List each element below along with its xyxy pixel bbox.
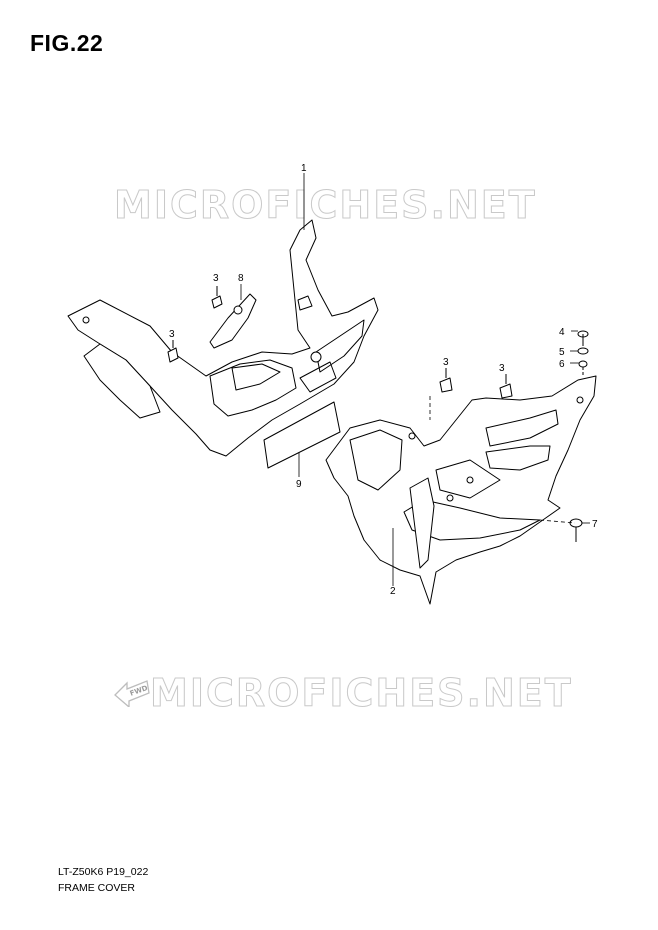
clip-part-3-d	[499, 374, 513, 399]
pad-part-9	[263, 401, 341, 469]
watermark-bottom: MICROFICHES.NET	[150, 671, 573, 716]
watermark-top: MICROFICHES.NET	[114, 183, 537, 228]
frame-cover-front	[67, 219, 379, 457]
callout-5: 5	[559, 347, 565, 358]
bracket-part-8	[209, 293, 257, 349]
nut-part-6	[578, 360, 588, 376]
frame-cover-rear	[325, 375, 597, 605]
callout-3b: 3	[169, 329, 175, 340]
clip-part-3-b	[167, 340, 179, 363]
callout-3d: 3	[499, 363, 505, 374]
callout-3c: 3	[443, 357, 449, 368]
bolt-part-4	[577, 330, 589, 346]
callout-8: 8	[238, 273, 244, 284]
washer-part-5	[577, 347, 589, 355]
leader-lines	[240, 173, 590, 586]
figure-title: FIG.22	[30, 30, 104, 56]
clip-part-3-c	[439, 368, 453, 393]
diagram-code: LT-Z50K6 P19_022	[58, 866, 149, 878]
callout-7: 7	[592, 519, 598, 530]
callout-9: 9	[296, 479, 302, 490]
callout-2: 2	[390, 586, 396, 597]
clip-part-3-a	[211, 286, 223, 309]
callout-1: 1	[301, 163, 307, 174]
diagram-name: FRAME COVER	[58, 882, 136, 894]
callout-3a: 3	[213, 273, 219, 284]
callout-6: 6	[559, 359, 565, 370]
fwd-arrow-icon: FWD	[114, 680, 150, 707]
callout-4: 4	[559, 327, 565, 338]
